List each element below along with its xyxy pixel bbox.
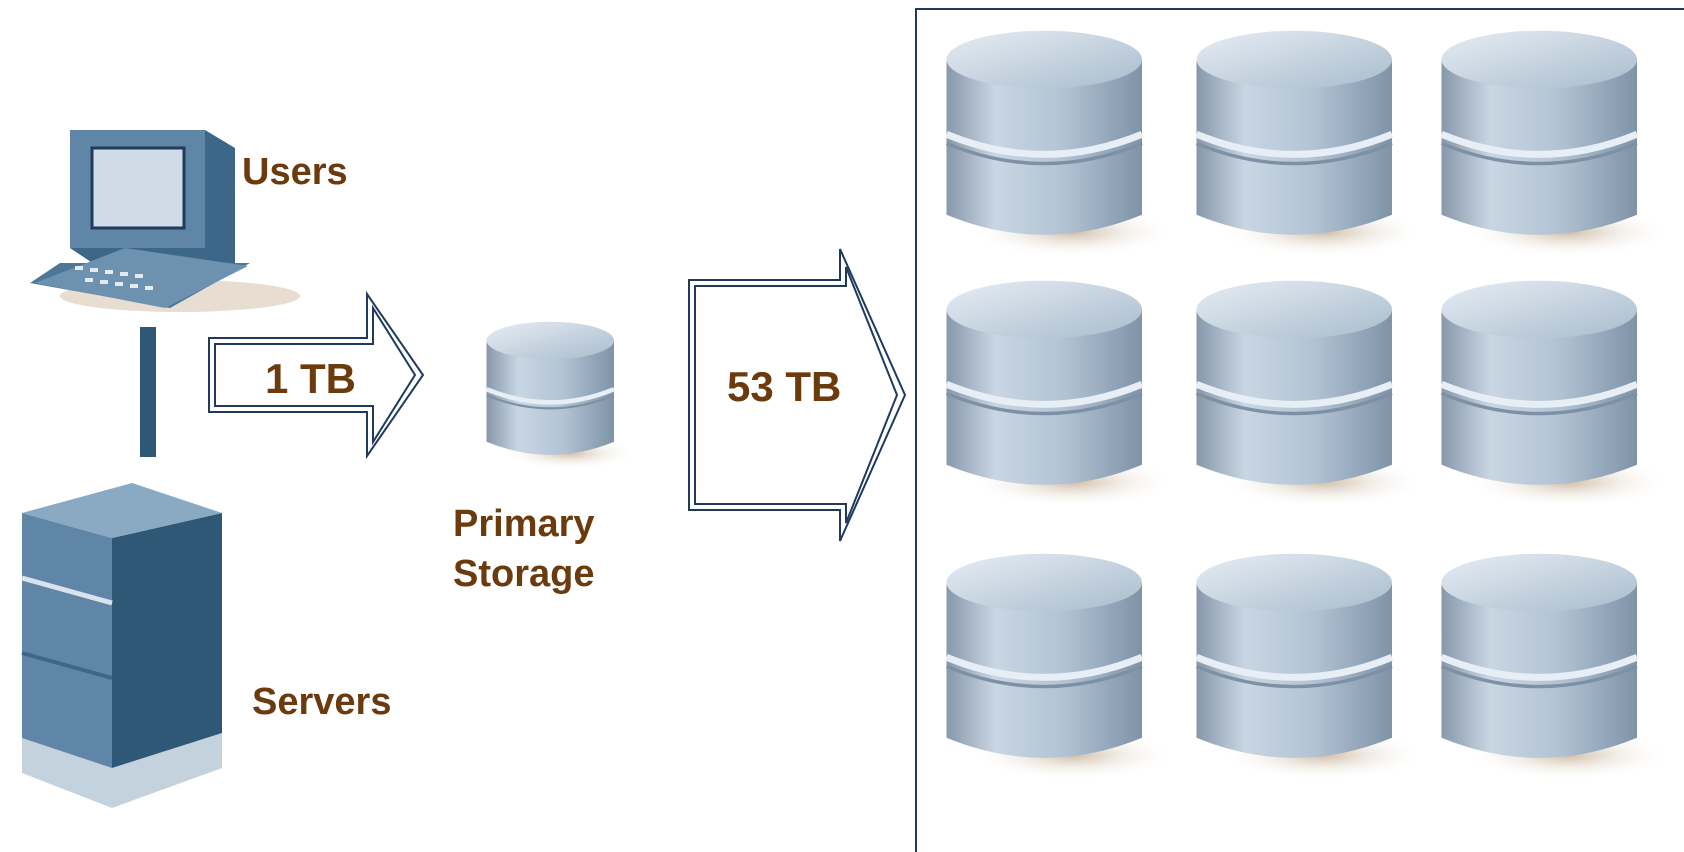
servers-label: Servers <box>252 681 392 723</box>
primary-transfer-arrow <box>208 290 425 460</box>
backup-transfer-arrow <box>688 248 907 542</box>
server-tower-icon <box>21 483 222 808</box>
connector-line <box>140 327 156 457</box>
disk-cylinder-icon <box>1430 548 1660 778</box>
disk-cylinder-icon <box>474 318 634 468</box>
primary-storage-label-line1: Primary <box>453 503 595 545</box>
disk-cylinder-icon <box>1185 25 1415 255</box>
disk-cylinder-icon <box>935 548 1165 778</box>
primary-transfer-amount: 1 TB <box>265 355 357 402</box>
disk-cylinder-icon <box>1430 25 1660 255</box>
users-label: Users <box>242 151 348 193</box>
disk-cylinder-icon <box>1430 275 1660 505</box>
primary-storage-label-line2: Storage <box>453 553 595 595</box>
disk-cylinder-icon <box>1185 275 1415 505</box>
disk-cylinder-icon <box>1185 548 1415 778</box>
disk-cylinder-icon <box>935 275 1165 505</box>
backup-transfer-amount: 53 TB <box>727 363 842 410</box>
disk-cylinder-icon <box>935 25 1165 255</box>
computer-terminal-icon <box>30 130 300 312</box>
